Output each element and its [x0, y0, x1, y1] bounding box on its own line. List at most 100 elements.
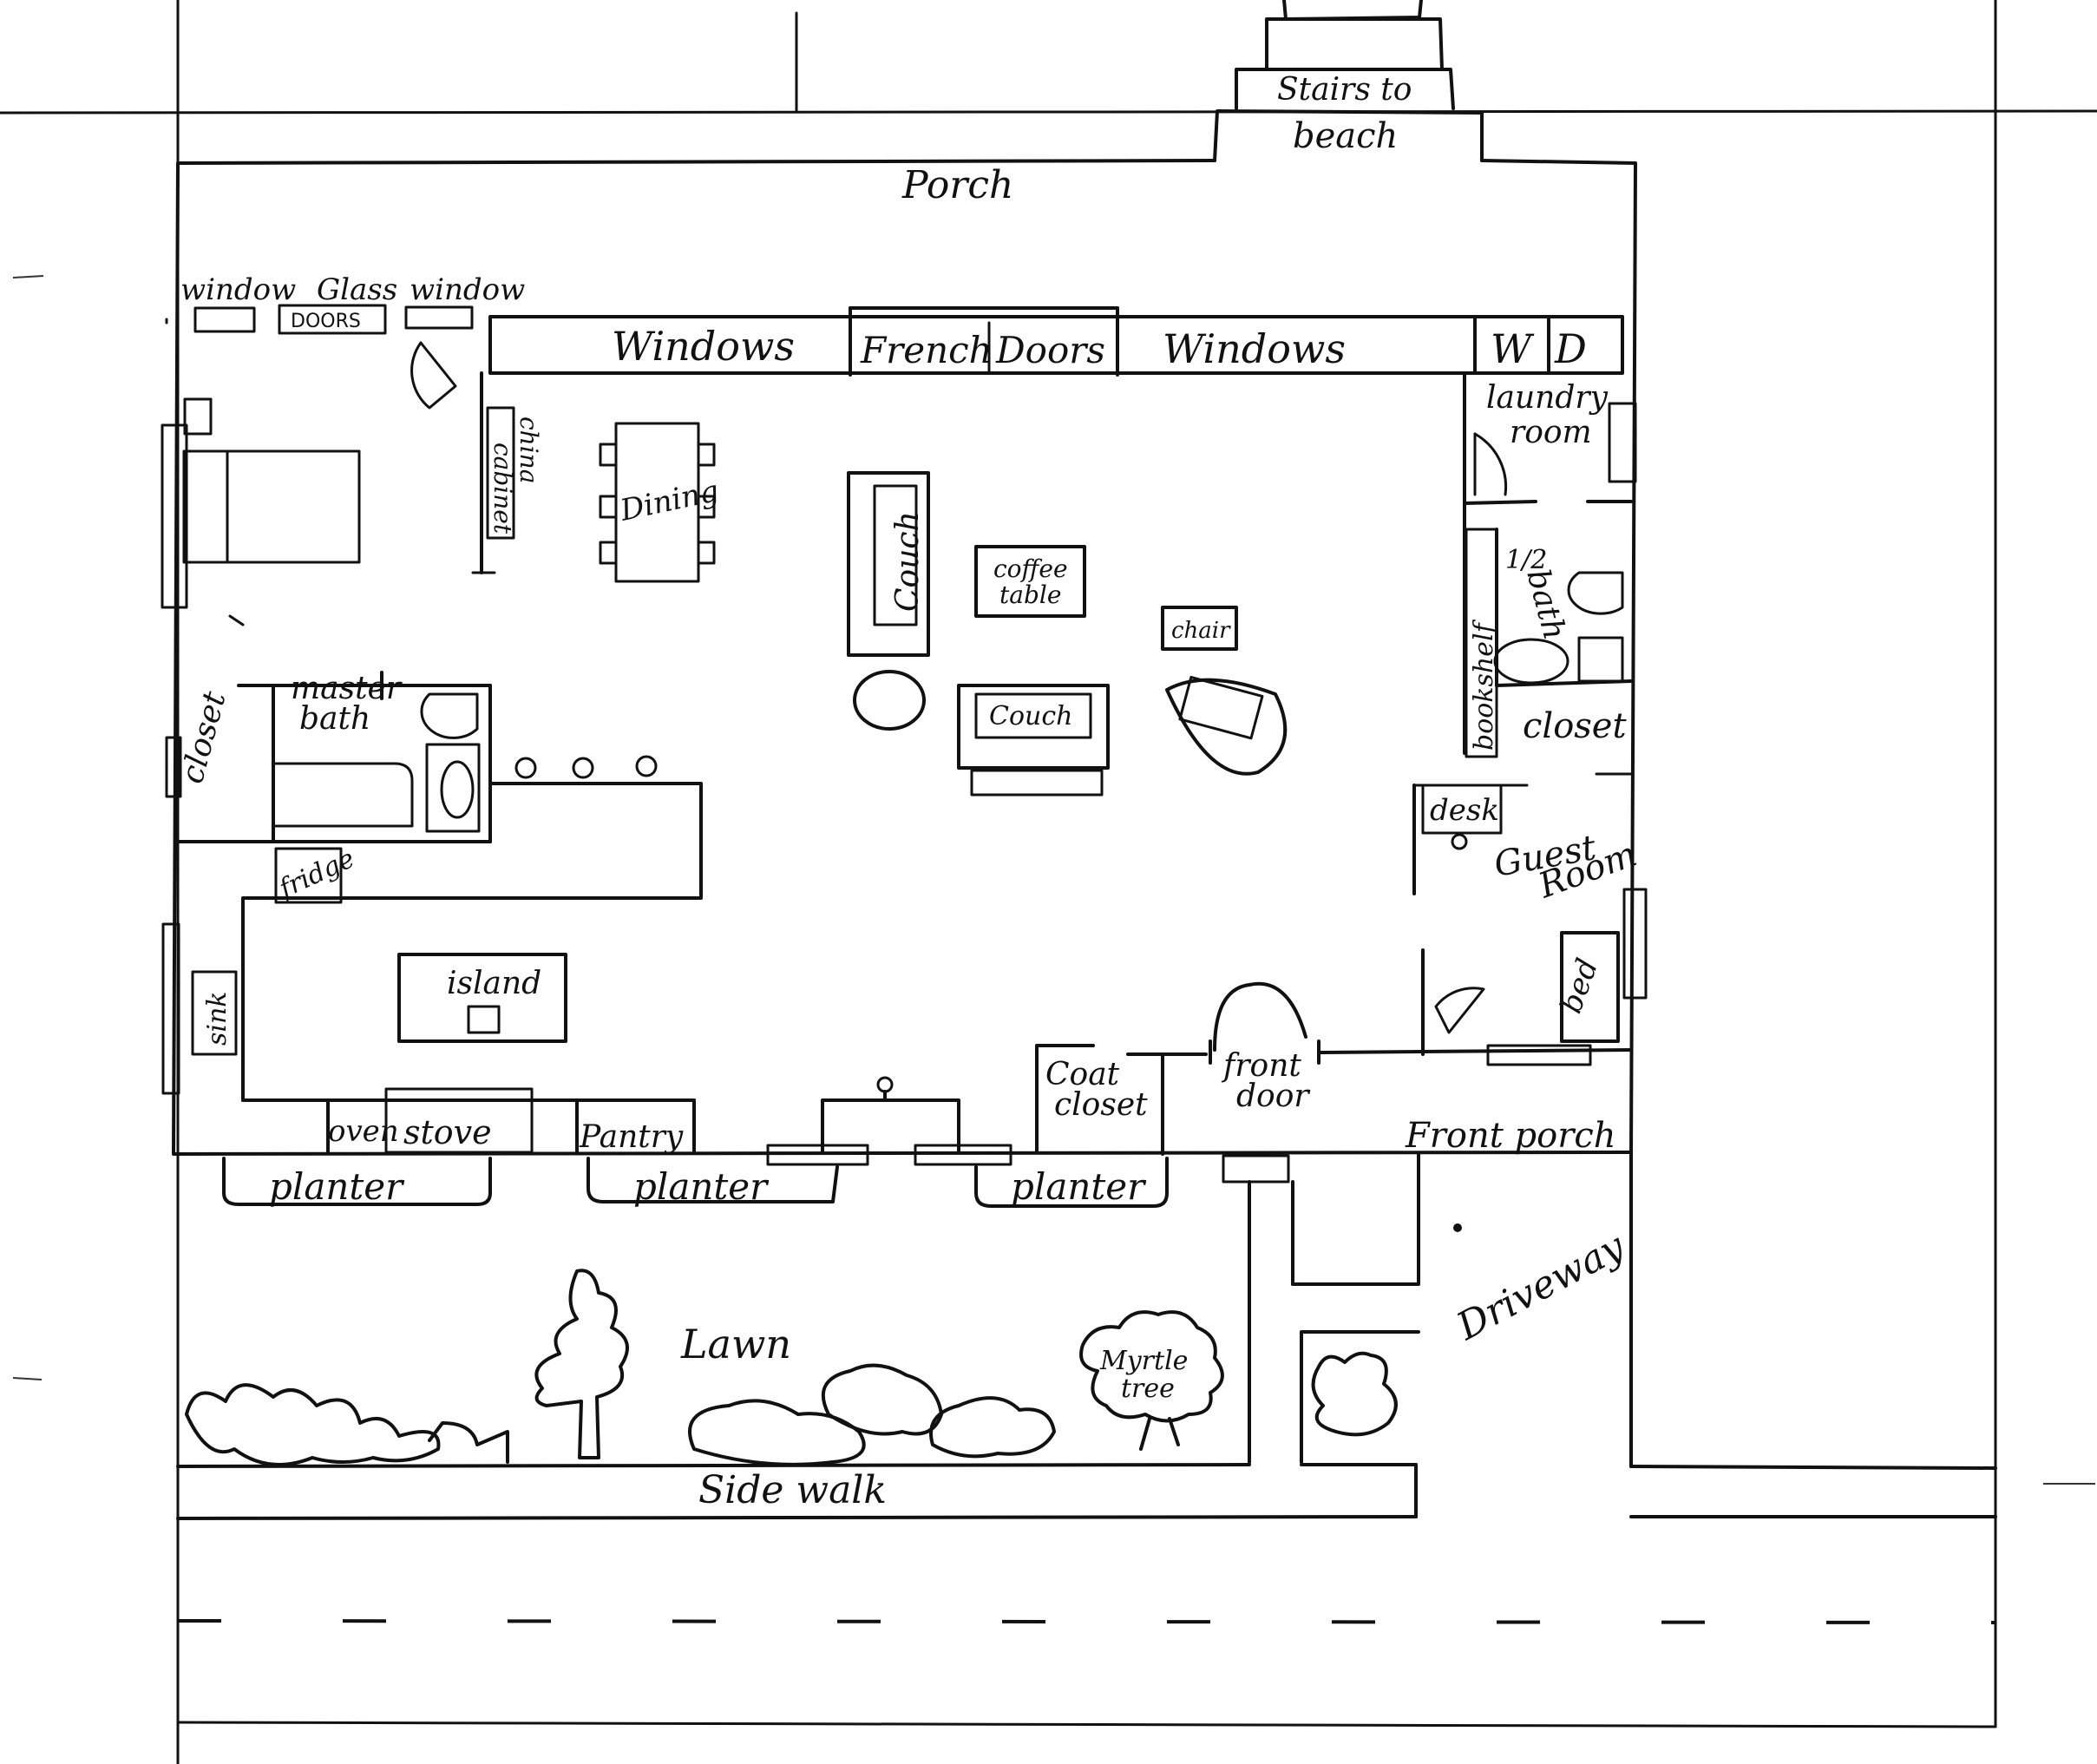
oven-label: oven	[328, 1114, 399, 1149]
couch-label: Couch	[890, 511, 926, 612]
stairs-to-beach: Stairs to beach	[1213, 0, 1484, 162]
couch2-label: Couch	[989, 701, 1072, 731]
front-entry: Coat closet front door Front porch	[766, 981, 1633, 1166]
window-2-label: window	[410, 272, 525, 307]
guest-bed-icon	[1560, 931, 1620, 1043]
stool-icon	[514, 757, 537, 779]
planter1-label: planter	[269, 1165, 405, 1208]
pantry-label: Pantry	[579, 1119, 684, 1155]
planters: planter planter planter	[222, 1157, 1169, 1208]
bush-icon	[821, 1363, 943, 1436]
planter3-label: planter	[1011, 1165, 1147, 1208]
toilet-icon	[1567, 571, 1624, 615]
ottoman	[853, 670, 926, 731]
china-cabinet: china cabinet	[486, 406, 543, 540]
desk-label: desk	[1430, 793, 1499, 828]
guest-door-swing	[1434, 987, 1485, 1034]
fridge-icon	[274, 847, 343, 904]
front-porch-label: Front porch	[1405, 1116, 1615, 1156]
coffee-label: coffee	[993, 554, 1068, 583]
cabinet-label: cabinet	[488, 443, 517, 534]
island-label: island	[447, 966, 541, 1001]
french-label: French	[860, 329, 993, 371]
chair-label: chair	[1171, 618, 1231, 644]
couch-left	[847, 471, 930, 657]
planter2-label: planter	[633, 1165, 770, 1208]
master-toilet-icon	[420, 692, 479, 739]
tree-label: tree	[1121, 1374, 1175, 1404]
window-left-label: window	[180, 272, 296, 307]
doors-small-label: DOORS	[291, 311, 361, 332]
washer-label: W	[1491, 325, 1535, 372]
master-bath-label: bath	[299, 701, 370, 737]
stairs-label: Stairs to	[1277, 72, 1412, 108]
dining-label: Dining	[617, 474, 722, 528]
lawn-label: Lawn	[680, 1321, 791, 1367]
couch-front	[957, 684, 1110, 770]
bookshelf-label: bookshelf	[1469, 619, 1499, 751]
sink-icon	[191, 970, 238, 1056]
bed-icon	[182, 449, 361, 564]
closet-right-label: closet	[1523, 706, 1627, 746]
stool-icon	[635, 755, 658, 777]
stool-icon	[572, 757, 594, 779]
windows-left-label: Windows	[612, 323, 795, 370]
table-label: table	[999, 580, 1061, 609]
armchair	[1165, 678, 1288, 776]
street	[176, 1465, 1997, 1728]
lawn: Lawn Myrtle tree	[185, 1269, 1224, 1466]
tree-icon	[534, 1269, 629, 1459]
half-label: 1/2	[1505, 545, 1547, 575]
master-label: master	[291, 671, 403, 706]
driveway-label: Driveway	[1449, 1224, 1632, 1350]
right-wing: laundry room bookshelf 1/2 bath closet d…	[1412, 371, 1648, 1066]
sidewalk-label: Side walk	[698, 1468, 887, 1512]
doors-label: Doors	[995, 329, 1105, 371]
stove-icon	[384, 1087, 534, 1154]
beach-label: beach	[1293, 116, 1398, 156]
porch-label: Porch	[901, 163, 1013, 207]
half-bath-label: bath	[1519, 566, 1572, 644]
bush-icon	[929, 1396, 1056, 1459]
coat-label: Coat	[1045, 1057, 1120, 1092]
desk-icon	[1421, 784, 1503, 835]
dining-table: Dining	[599, 422, 722, 583]
stove-label: stove	[403, 1113, 492, 1151]
china-label: china	[514, 416, 543, 483]
laundry-label: laundry	[1486, 380, 1609, 416]
front-label: front	[1221, 1048, 1301, 1084]
master-bedroom	[161, 341, 496, 626]
door-swing-icon	[410, 341, 457, 410]
bush-icon	[185, 1383, 441, 1466]
bush-icon	[688, 1399, 866, 1466]
house-outline	[165, 159, 1637, 1156]
tub-icon	[274, 762, 414, 828]
scan-dots	[12, 275, 2095, 1485]
sink-icon	[1493, 638, 1569, 685]
closet-left-label: closet	[174, 687, 233, 787]
windows-right-label: Windows	[1163, 325, 1346, 372]
myrtle-tree-icon	[1079, 1310, 1224, 1423]
shrub-icon	[1311, 1351, 1398, 1437]
sidewalk: Side walk	[176, 1463, 1418, 1520]
glass-label: Glass	[317, 272, 397, 307]
master-sink-icon	[440, 760, 475, 819]
island-icon	[397, 953, 567, 1043]
coffee-table	[974, 545, 1086, 618]
front-door-swing	[1213, 981, 1307, 1052]
coat-closet-label: closet	[1054, 1087, 1148, 1123]
walkway-driveway: Driveway	[1222, 1152, 1633, 1468]
master-bath: master bath closet	[165, 671, 492, 843]
laundry-door-swing	[1473, 432, 1508, 496]
dryer-label: D	[1554, 325, 1587, 372]
rear-wall: window Glass DOORS window Windows French…	[180, 272, 1624, 377]
door-label: door	[1236, 1079, 1310, 1114]
kitchen: fridge sink island oven stove Pantry	[161, 755, 703, 1155]
fridge-label: fridge	[273, 843, 359, 905]
myrtle-label: Myrtle	[1099, 1346, 1188, 1376]
chair-small	[1161, 606, 1238, 651]
living-room: Couch coffee table chair Couch	[847, 471, 1288, 797]
laundry-room-label: room	[1510, 415, 1592, 450]
sink-label: sink	[202, 992, 233, 1046]
